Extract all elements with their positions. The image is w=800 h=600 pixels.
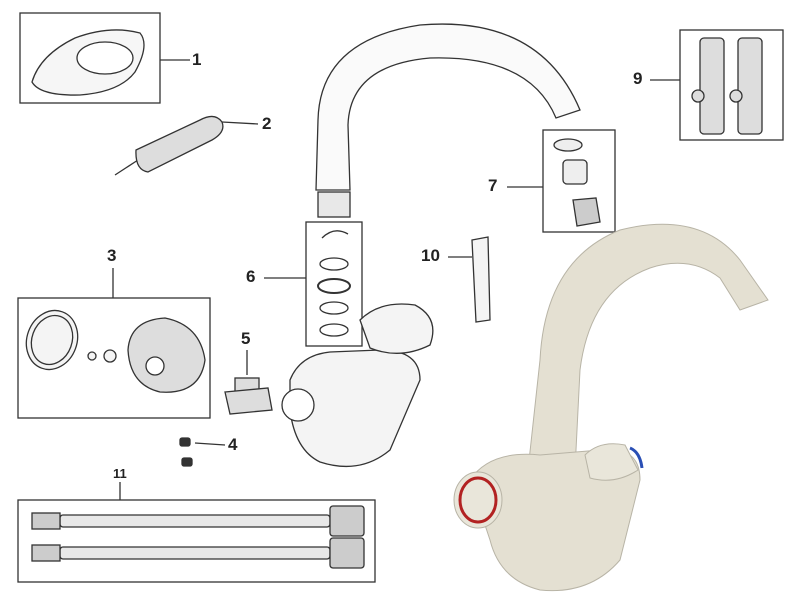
callout-7: 7 xyxy=(488,176,498,195)
part-box-1 xyxy=(19,12,161,104)
part-6-seals xyxy=(317,230,351,337)
part-5-cartridge xyxy=(224,377,273,415)
part-7-aerator xyxy=(553,138,601,227)
callout-5: 5 xyxy=(241,329,251,348)
callout-11: 11 xyxy=(113,466,127,481)
part-9-valves xyxy=(691,37,763,135)
callout-9: 9 xyxy=(633,69,643,88)
callout-4: 4 xyxy=(228,435,238,454)
part-4-screws xyxy=(179,437,193,467)
part-box-6 xyxy=(305,221,363,347)
leader-lines xyxy=(112,59,680,500)
callout-3: 3 xyxy=(107,246,117,265)
part-box-9 xyxy=(679,29,784,141)
part-3-cap-kit xyxy=(25,309,206,393)
callout-10: 10 xyxy=(421,246,440,265)
part-box-3 xyxy=(17,297,211,419)
callout-2: 2 xyxy=(262,114,272,133)
part-1-insert xyxy=(31,29,145,96)
exploded-spout xyxy=(315,23,581,218)
part-box-11 xyxy=(17,499,376,583)
hot-indicator-icon xyxy=(458,476,498,524)
assembled-tap xyxy=(453,223,769,592)
cold-indicator-icon xyxy=(629,446,644,469)
callout-1: 1 xyxy=(192,50,202,69)
part-11-hoses xyxy=(31,505,365,569)
exploded-body xyxy=(281,303,434,468)
part-10-grease-tube xyxy=(471,236,491,323)
callout-6: 6 xyxy=(246,267,256,286)
part-2-tool xyxy=(114,115,224,176)
part-box-7 xyxy=(542,129,616,233)
